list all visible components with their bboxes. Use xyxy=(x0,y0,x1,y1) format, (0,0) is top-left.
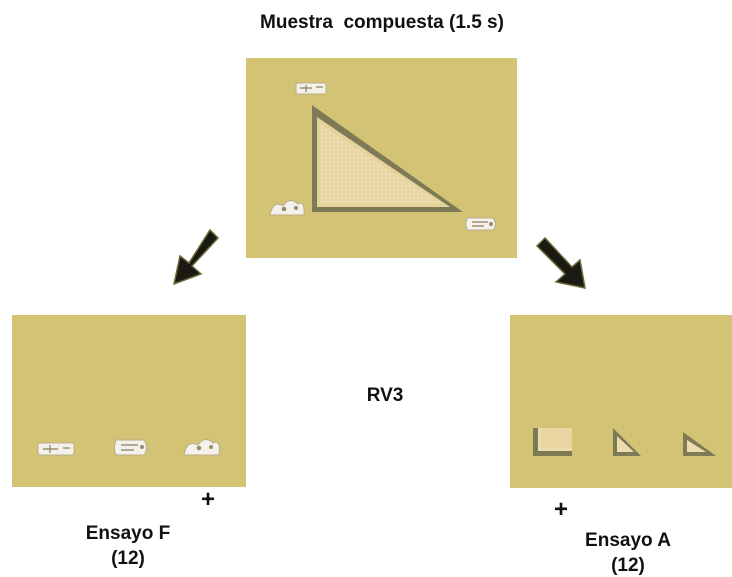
triangle-shape-icon xyxy=(613,428,641,456)
flat-triangle-shape-icon xyxy=(683,432,716,456)
trial-f-name: Ensayo F xyxy=(85,523,171,544)
glyph-icon-flat xyxy=(37,442,75,456)
glyph-icon-curled xyxy=(183,439,220,456)
trial-f-choices xyxy=(37,439,220,456)
fixation-cross-right: + xyxy=(553,496,568,523)
glyph-icon-block xyxy=(465,217,496,231)
glyph-icon-curled xyxy=(269,200,305,216)
glyph-icon-block xyxy=(114,439,147,456)
trial-a-name: Ensayo A xyxy=(585,530,671,551)
arrow-down-right-icon xyxy=(535,236,586,289)
sample-panel xyxy=(246,58,517,258)
title: Muestra compuesta (1.5 s) xyxy=(260,12,504,33)
arrow-down-left-icon xyxy=(172,228,220,286)
corner-shape-icon xyxy=(533,428,572,456)
trial-f-count: (12) xyxy=(111,548,145,569)
trial-f-panel xyxy=(12,315,246,487)
center-label: RV3 xyxy=(366,385,404,406)
trial-a-choices xyxy=(533,428,716,456)
trial-a-panel xyxy=(510,315,732,488)
glyph-icon-flat xyxy=(295,82,327,95)
fixation-cross-left: + xyxy=(200,486,215,513)
sample-figure xyxy=(269,82,496,231)
trial-a-count: (12) xyxy=(611,555,645,576)
